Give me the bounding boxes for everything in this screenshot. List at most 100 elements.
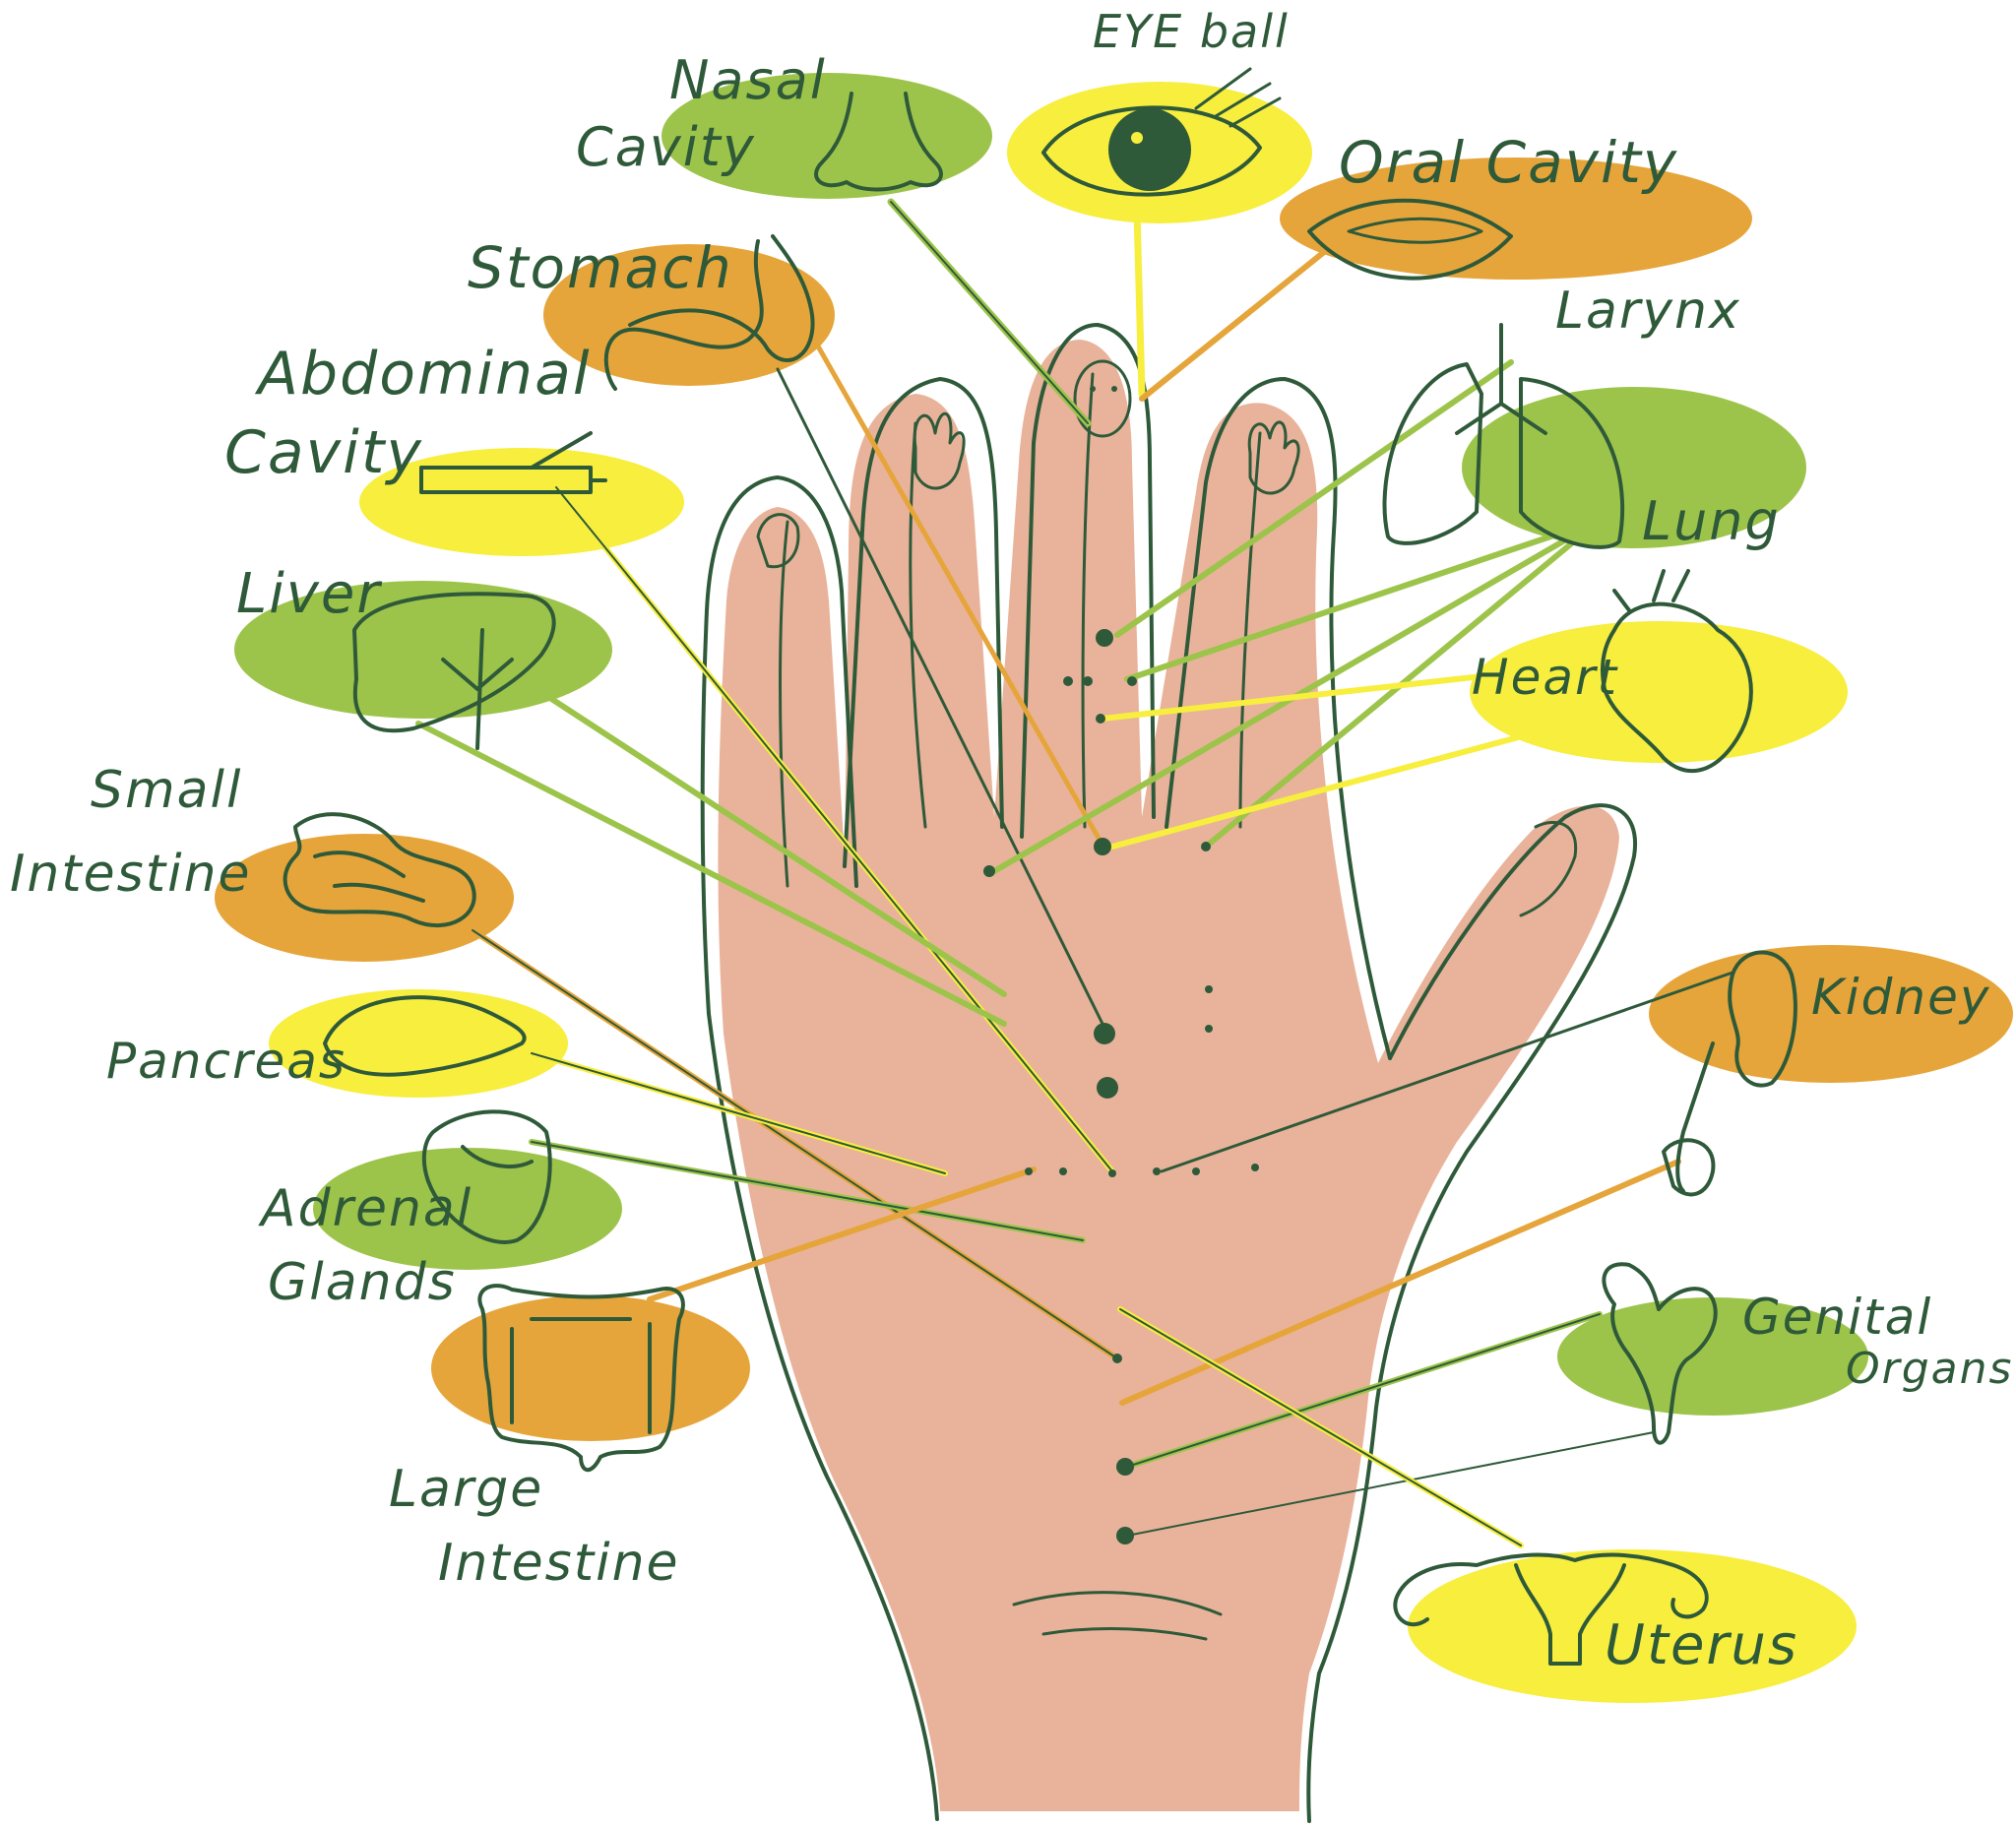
reflex-point: [1096, 629, 1113, 647]
inner-finger-line-1: [779, 520, 789, 888]
hand-outline-left: [700, 475, 939, 1821]
organ-labels: EYE ball Nasal Cavity Oral Cavity Stomac…: [10, 5, 2013, 1677]
uterus-connector-ink: [1119, 1308, 1522, 1546]
reflex-points: [983, 629, 1259, 1544]
mouth-teeth: [1347, 217, 1483, 244]
large-intestine-sketch: [477, 1284, 685, 1473]
face-eye-right: [1111, 386, 1117, 392]
reflex-point: [1059, 1167, 1067, 1175]
hand: [700, 323, 1638, 1823]
oral-blob: [1280, 158, 1752, 280]
palm-crease-2: [1041, 1627, 1208, 1641]
label-small-intestine-line2: Intestine: [10, 845, 252, 904]
adrenal-sketch: [421, 1109, 552, 1244]
eyelashes: [1194, 67, 1282, 128]
label-abdominal-line1: Abdominal: [254, 340, 592, 409]
label-eyeball: EYE ball: [1093, 5, 1290, 58]
reflex-point: [1205, 985, 1213, 993]
lung-blob: [1462, 387, 1806, 548]
heart-connector-1: [1100, 659, 1617, 722]
label-heart: Heart: [1472, 649, 1619, 706]
label-genital-line2: Organs: [1846, 1344, 2013, 1394]
stomach-sketch: [603, 234, 815, 391]
label-pancreas: Pancreas: [106, 1033, 346, 1090]
label-larynx: Larynx: [1555, 282, 1741, 341]
reflex-point: [983, 865, 995, 877]
reflex-point: [1205, 1025, 1213, 1033]
thumb-nail: [1519, 820, 1578, 917]
mouth-sketch: [1307, 198, 1513, 281]
label-liver: Liver: [236, 562, 382, 626]
adrenal-connector-ink: [531, 1141, 1084, 1241]
label-uterus: Uterus: [1605, 1613, 1798, 1677]
reflex-point: [1116, 1458, 1134, 1476]
stomach-connector: [776, 367, 1104, 1026]
palm-crease: [1012, 1591, 1223, 1616]
liver-connector-2: [534, 686, 1007, 997]
pinky-fingertip-sketch: [756, 513, 800, 569]
lung-connector-3: [1203, 534, 1583, 850]
nasal-connector-ink: [890, 201, 1089, 424]
eye-pupil-highlight: [1131, 132, 1143, 144]
face-eye-left: [1090, 386, 1096, 392]
reflex-point: [1096, 714, 1105, 724]
reflex-point: [1192, 1167, 1200, 1175]
reflex-point: [1083, 676, 1093, 686]
larynx-connector: [1114, 359, 1514, 638]
small-intestine-blob: [215, 834, 514, 962]
genital-connector-ink: [1126, 1313, 1601, 1468]
eye-sketch: [1041, 105, 1262, 197]
nasal-blob: [662, 73, 992, 199]
genital-blob: [1557, 1297, 1868, 1416]
small-intestine-connector-ink: [472, 929, 1118, 1359]
small-intestine-sketch: [283, 812, 476, 927]
reflex-point: [1094, 1023, 1115, 1044]
reflex-point: [1153, 1167, 1161, 1175]
kidney-connector: [1160, 971, 1734, 1173]
reflex-point: [1201, 842, 1211, 851]
reflex-point: [1116, 1527, 1134, 1544]
label-oral-cavity: Oral Cavity: [1339, 129, 1678, 196]
index-fingertip-hand-sketch: [913, 411, 966, 490]
label-large-intestine-line2: Intestine: [438, 1534, 680, 1593]
stomach-connector-2: [814, 342, 1103, 845]
abdominal-connector-ink: [555, 486, 1113, 1172]
uterus-sketch: [1393, 1552, 1709, 1666]
lung-sketch: [1382, 323, 1625, 549]
inner-finger-line-2: [909, 421, 927, 829]
reflex-point: [1097, 1077, 1118, 1099]
liver-connector-1: [415, 721, 1007, 1027]
liver-blob: [234, 581, 612, 719]
ring-fingertip-hand-sketch: [1247, 420, 1300, 495]
genital-sketch: [1602, 1262, 1718, 1445]
bladder-sketch: [1662, 1138, 1716, 1197]
index-finger-outline: [843, 377, 1004, 868]
thumb-outline: [1306, 803, 1638, 1823]
stomach-blob: [543, 244, 835, 386]
reflex-point: [1025, 1167, 1033, 1175]
reflex-point: [1094, 838, 1111, 855]
inner-finger-line-4: [1238, 431, 1262, 829]
label-stomach: Stomach: [468, 234, 733, 301]
genital-connector-2: [1126, 1431, 1655, 1537]
eye-iris: [1108, 108, 1191, 191]
oral-connector: [1139, 241, 1337, 402]
ring-finger-outline: [1165, 377, 1392, 1060]
pancreas-connector-ink: [531, 1052, 946, 1174]
label-kidney: Kidney: [1811, 969, 1990, 1026]
pancreas-sketch: [323, 995, 527, 1077]
kidney-blob: [1649, 945, 2013, 1083]
lung-connector-2: [991, 529, 1583, 874]
reflex-point: [1112, 1354, 1122, 1363]
large-intestine-connector: [647, 1166, 1037, 1302]
reflex-point: [1251, 1164, 1259, 1171]
uterus-blob: [1408, 1549, 1857, 1703]
fingertip-face: [1073, 359, 1132, 438]
liver-sketch: [352, 592, 556, 750]
organ-sketches: [283, 67, 1797, 1666]
label-lung: Lung: [1642, 490, 1781, 552]
kidney-sketch: [1675, 950, 1797, 1193]
eyeball-connector: [1133, 208, 1146, 398]
